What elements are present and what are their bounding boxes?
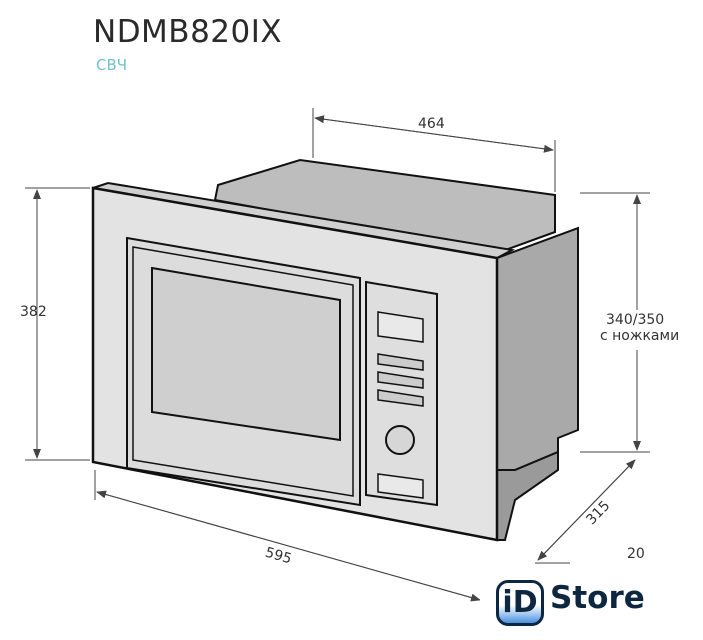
dim-height-front: 382 [20, 304, 47, 320]
model-title: NDMB820IX [93, 14, 283, 50]
button-1 [377, 353, 424, 371]
dim-height-body: 340/350 [606, 312, 665, 328]
door-inner [132, 246, 354, 497]
logo-text: Store [550, 580, 645, 616]
body-side-lower [496, 450, 559, 541]
viewing-window [151, 266, 341, 442]
control-knob [385, 425, 415, 455]
logo-mark: iD [496, 580, 544, 626]
dim-extra: 20 [627, 546, 645, 562]
category-label: СВЧ [96, 56, 128, 74]
dim-depth-top: 464 [418, 116, 445, 132]
dim-height-body-note: с ножками [600, 328, 680, 344]
button-2 [377, 371, 424, 389]
body-side [496, 226, 579, 471]
display [377, 311, 424, 343]
idstore-logo: iD Store [480, 566, 703, 640]
button-3 [377, 389, 424, 407]
dimension-lines [25, 108, 650, 602]
door-open-button [377, 473, 424, 499]
